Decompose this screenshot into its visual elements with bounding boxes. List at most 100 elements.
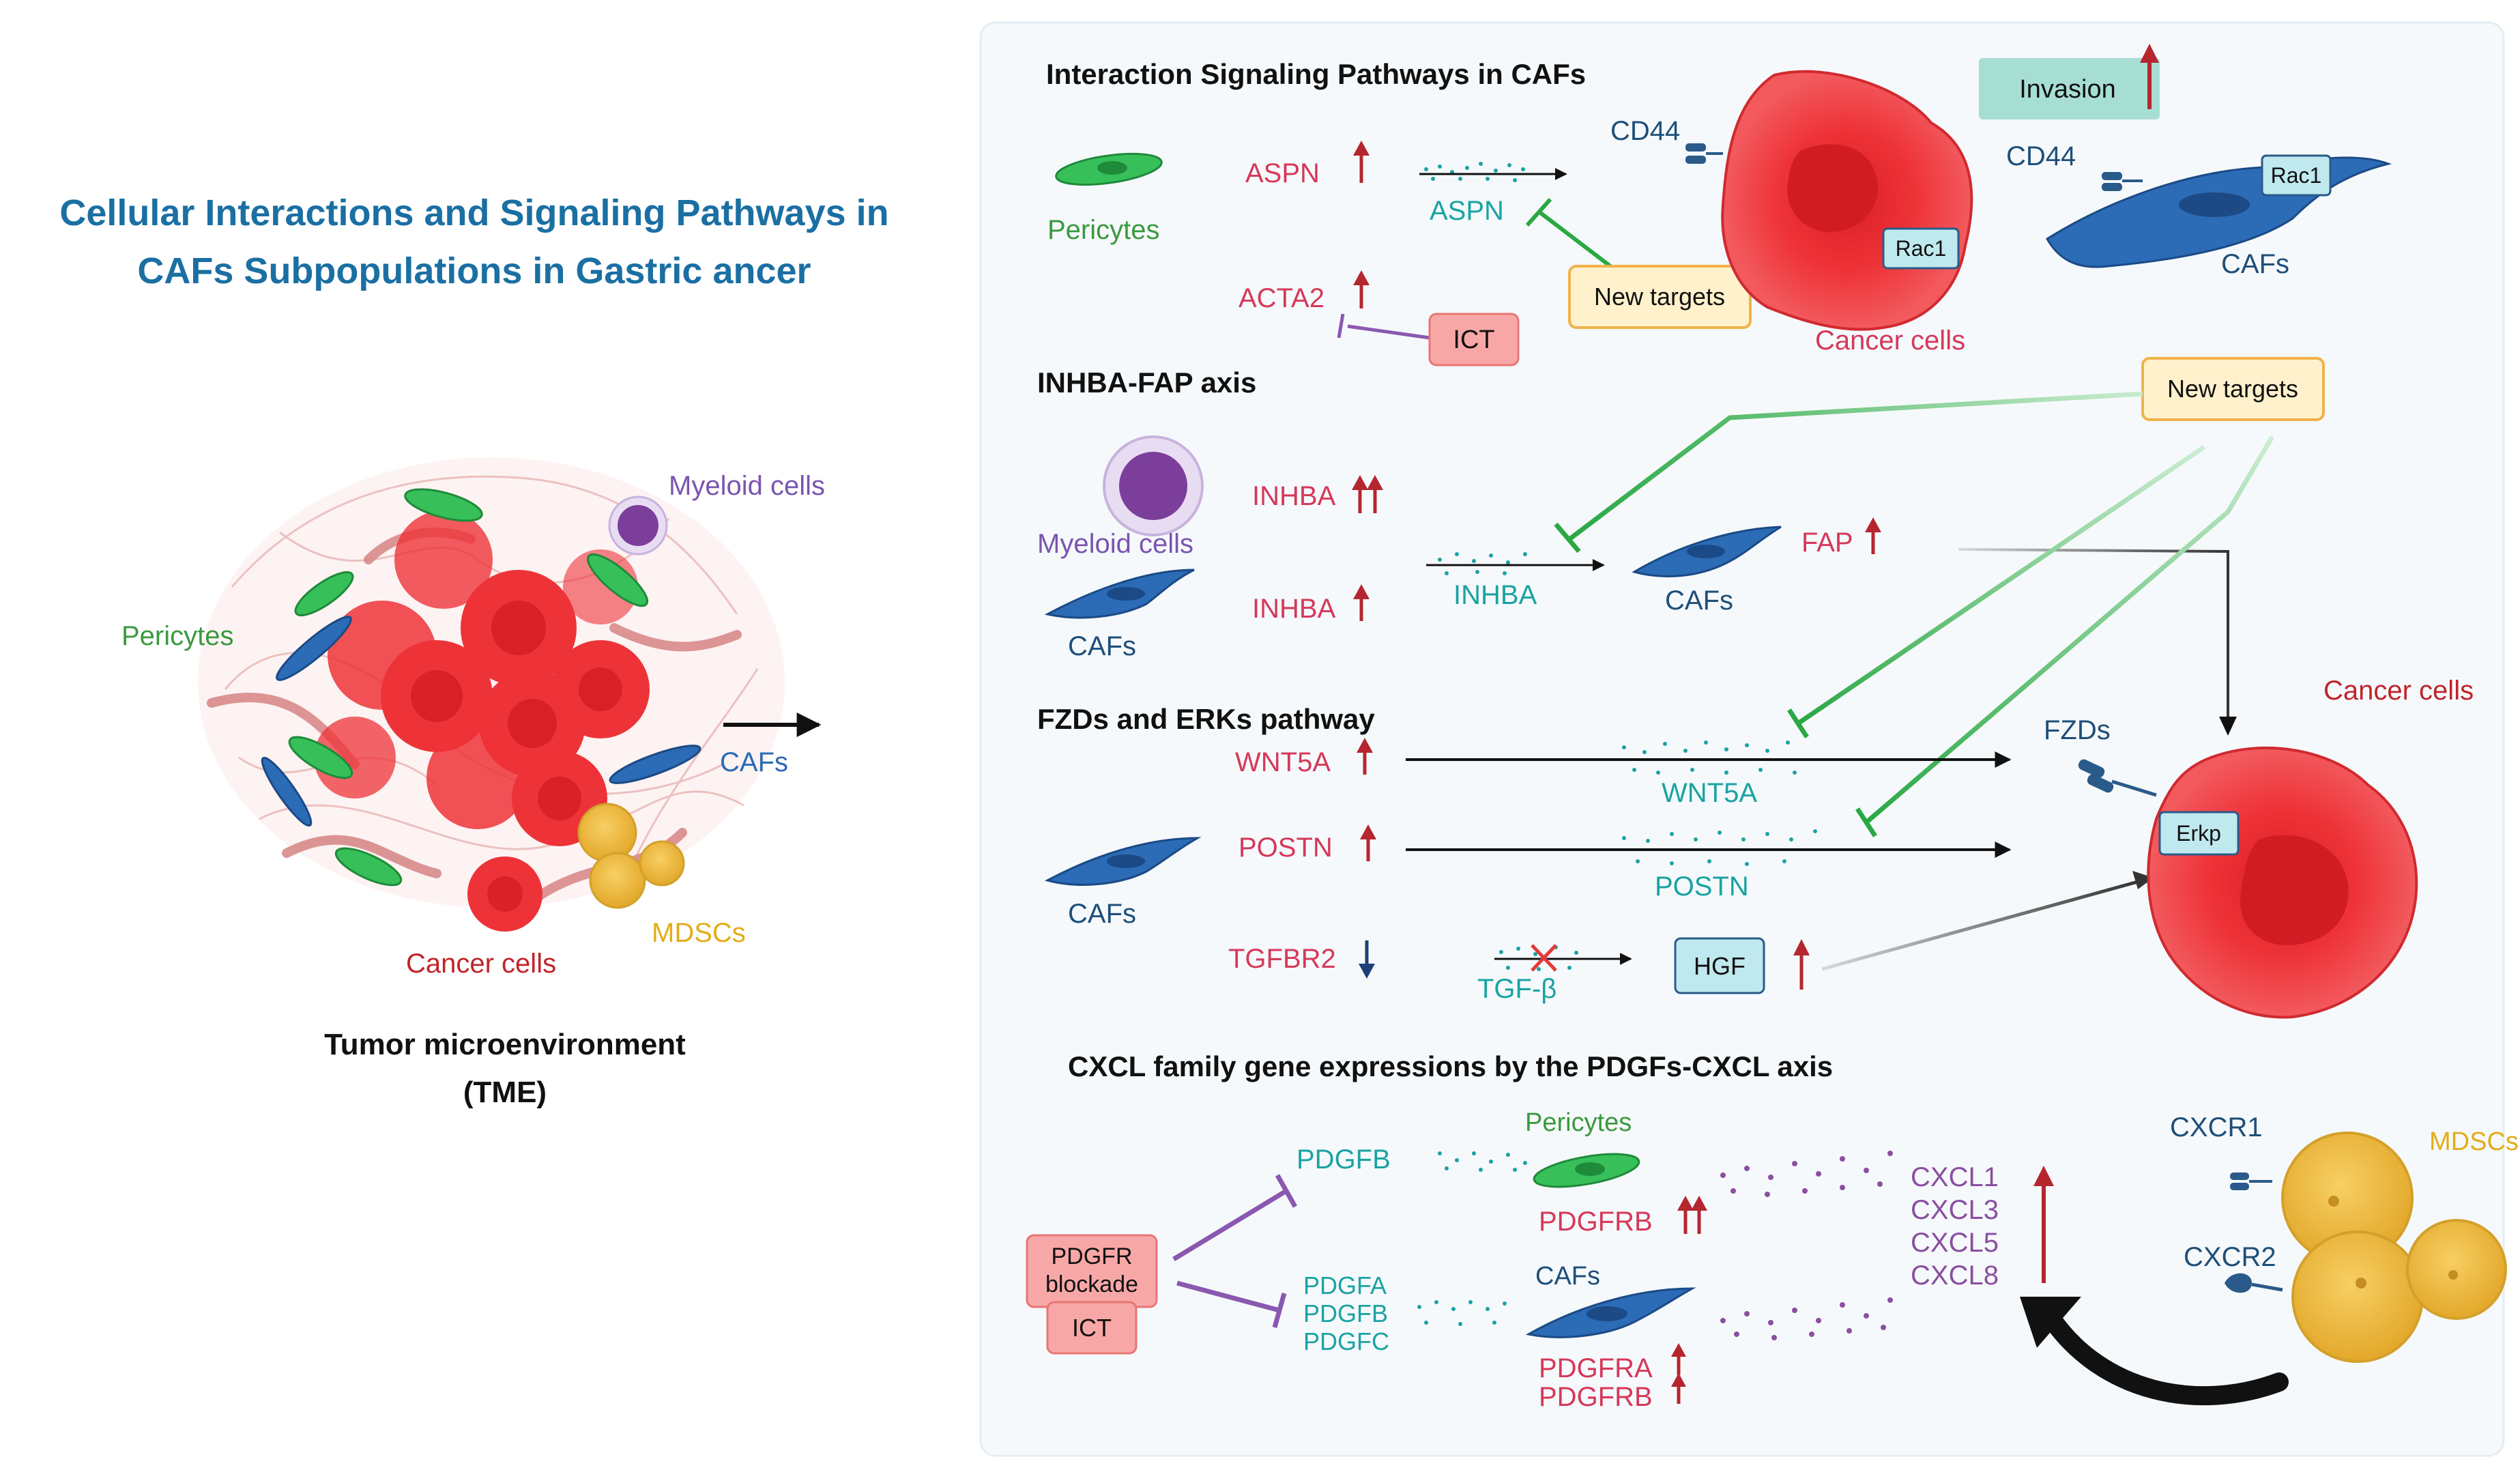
section4-title: CXCL family gene expressions by the PDGF… [1068,1050,1833,1082]
s1-aspn-particles [1424,162,1525,182]
s1-ict-box [1428,313,1520,366]
s4-pdgfra: PDGFRA [1539,1353,1653,1383]
s3-wnt5a-up-arrow [1357,738,1373,775]
s3-wnt5a-particles [1622,740,1797,775]
s4-cxcl-item: CXCL5 [1911,1228,1999,1258]
s3-erkp-label: Erkp [2176,821,2221,846]
pericyte-icon [1055,152,1163,186]
s4-caf-icon [1525,1287,1696,1338]
s4-cxcr2-label: CXCR2 [2184,1242,2276,1272]
s2-myeloid-icon [1103,435,1204,536]
s1-cd44-a: CD44 [1610,116,1680,146]
s1-newtargets-inhibit [1537,210,1612,268]
s3-tgfb-particles [1499,945,1578,971]
s1-cancer-cells-label: Cancer cells [1815,326,1965,356]
s1-pericytes-label: Pericytes [1047,215,1160,245]
s3-postn-gene: POSTN [1239,833,1333,863]
s4-pdgfb2-label: PDGFB [1303,1299,1388,1327]
cxcr1-receptor-icon [2230,1172,2272,1190]
s4-pdgfrb-2: PDGFRB [1539,1382,1653,1412]
s3-cafs-label: CAFs [1068,899,1136,929]
label-cafs-left: CAFs [720,747,788,777]
s3-wnt5a-gene: WNT5A [1235,747,1331,777]
s3-hgf-to-erk [1821,878,2143,971]
s2-cafs-label-2: CAFs [1665,586,1733,616]
s4-cxcl-particles-1 [1720,1151,1893,1197]
s1-aspn-gene: ASPN [1245,158,1320,188]
s3-hgf-box [1674,937,1765,994]
s4-pdgfr-line1: PDGFR [1052,1243,1133,1269]
s4-pdgfrb-double-up-arrow [1677,1196,1707,1234]
s4-cxcl-item: CXCL3 [1911,1195,1999,1225]
label-mdscs-left: MDSCs [652,918,746,948]
tme-illustration [198,457,785,932]
s2-inhba-ligand: INHBA [1453,580,1537,610]
s1-rac1-b: Rac1 [2271,163,2322,188]
s4-pdgfabc-particles [1417,1300,1507,1326]
s3-caf-icon [1044,837,1202,886]
s3-hgf-label: HGF [1694,952,1746,980]
caption-line2: (TME) [463,1076,547,1109]
s1-new-targets-box [1568,265,1752,329]
s1-cafs-label: CAFs [2221,249,2289,279]
s4-cxcl-item: CXCL8 [1911,1261,1999,1291]
s3-tgfb-ligand: TGF-β [1477,974,1556,1004]
cd44-receptor-1-icon [1685,143,1723,164]
s1-acta2-up-arrow [1353,270,1370,308]
s3-inhibit-postn [1864,435,2275,824]
s4-pericyte-icon [1533,1153,1640,1188]
s3-inhibit-wnt5a [1797,445,2205,725]
label-cancer-left: Cancer cells [406,949,556,979]
s2-inhba-double-up-arrow [1352,475,1383,513]
cd44-receptor-2-icon [2102,172,2143,191]
s4-pdgfrb-up-arrow [1671,1373,1686,1404]
s1-new-targets-label: New targets [1594,283,1725,311]
s3-hgf-up-arrow [1793,939,1810,990]
s4-pdgfrb-1: PDGFRB [1539,1207,1653,1237]
s4-pdgfb-label: PDGFB [1297,1145,1391,1175]
s4-cxcl-item: CXCL1 [1911,1162,1999,1192]
s2-inhibit-inhba [1567,391,2143,541]
main-title-line1: Cellular Interactions and Signaling Path… [59,192,888,233]
s4-inhibit-pdgfabc [1176,1280,1280,1313]
s3-tgfbr2-down-arrow [1359,940,1375,979]
s3-erkp-box [2158,811,2240,856]
s1-ict-inhibit [1347,324,1430,340]
s1-cd44-b: CD44 [2006,141,2076,171]
s2-fap-gene: FAP [1801,528,1853,558]
section1-title: Interaction Signaling Pathways in CAFs [1046,58,1586,90]
s3-postn-ligand: POSTN [1655,872,1749,902]
s3-blocked-x-icon [1531,944,1557,972]
fzd-receptor-icon [2078,759,2157,797]
s2-myeloid-label: Myeloid cells [1037,529,1193,559]
s1-ict-label: ICT [1453,326,1494,354]
section3-title: FZDs and ERKs pathway [1037,703,1375,735]
s4-mdscs-label: MDSCs [2429,1127,2519,1156]
s4-pdgfr-line2: blockade [1045,1271,1138,1297]
s4-ict-label: ICT [1072,1314,1112,1342]
s1-rac1-box-a [1882,227,1960,270]
section2-title: INHBA-FAP axis [1037,366,1256,399]
s2-fap-to-cancer [1958,548,2229,730]
s1-aspn-ligand: ASPN [1430,196,1504,226]
caption-line1: Tumor microenvironment [324,1028,686,1061]
s4-mdsc-icon [2281,1132,2507,1363]
s2-fap-up-arrow [1865,517,1881,554]
s2-new-targets-box [2141,357,2325,421]
s1-invasion-label: Invasion [2019,75,2116,104]
s2-inhba-up-arrow [1353,584,1370,621]
s3-postn-up-arrow [1360,824,1376,861]
s1-invasion-box [1979,58,2160,119]
s4-pdgfa-label: PDGFA [1303,1271,1387,1299]
s4-mdsc-curved-arrow [2041,1308,2289,1406]
s4-pdgfb-particles [1438,1151,1527,1172]
cxcr2-receptor-icon [2225,1273,2283,1293]
s4-cxcr1-label: CXCR1 [2170,1112,2263,1142]
s2-new-targets-label: New targets [2167,375,2298,403]
s3-fzds-label: FZDs [2044,715,2111,745]
s4-cafs-label: CAFs [1535,1262,1600,1291]
s1-acta2-gene: ACTA2 [1239,283,1324,313]
s4-cxcl-up-arrow [2033,1166,2054,1283]
s2-inhba-gene-2: INHBA [1252,594,1336,624]
